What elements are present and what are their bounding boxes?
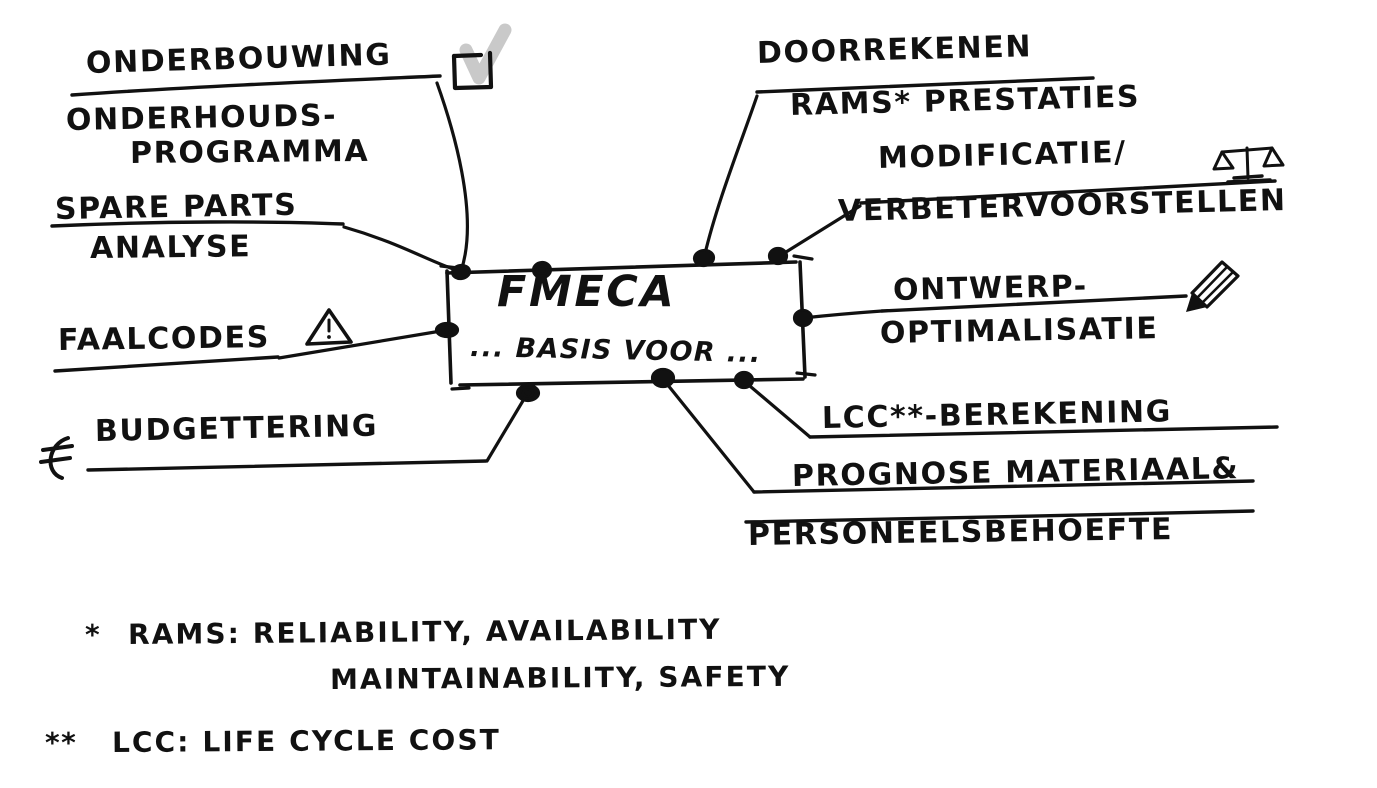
branch-prognose-line2: PERSONEELSBEHOEFTE bbox=[747, 512, 1174, 553]
legend-rams-line1: RAMS: RELIABILITY, AVAILABILITY bbox=[127, 612, 722, 651]
branch-ontwerp-line1: ONTWERP- bbox=[892, 268, 1089, 308]
center-subtitle: ... BASIS VOOR ... bbox=[469, 332, 762, 370]
legend-rams-line2: MAINTAINABILITY, SAFETY bbox=[329, 659, 791, 696]
pencil-icon bbox=[1186, 260, 1240, 312]
branch-doorrekenen-line2: RAMS* PRESTATIES bbox=[789, 79, 1141, 123]
balance-scales-icon bbox=[1212, 146, 1285, 184]
warning-triangle-icon bbox=[305, 308, 353, 346]
branch-prognose-line1: PROGNOSE MATERIAAL& bbox=[791, 451, 1240, 494]
center-title: FMECA bbox=[497, 267, 677, 317]
legend-marker-rams: * bbox=[85, 618, 102, 651]
branch-lcc-line1: LCC**-BEREKENING bbox=[821, 394, 1173, 436]
branch-modificatie-line2: VERBETERVOORSTELLEN bbox=[837, 183, 1288, 229]
checkbox-checked-icon bbox=[451, 23, 512, 91]
legend-lcc-line1: LCC: LIFE CYCLE COST bbox=[111, 723, 501, 759]
branch-faalcodes-line1: FAALCODES bbox=[57, 320, 271, 358]
euro-icon bbox=[39, 436, 74, 480]
branch-ontwerp-line2: OPTIMALISATIE bbox=[879, 311, 1159, 351]
branch-doorrekenen-line1: DOORREKENEN bbox=[756, 29, 1033, 71]
branch-onderbouwing-line2: ONDERHOUDS- bbox=[65, 98, 338, 138]
branch-modificatie-line1: MODIFICATIE/ bbox=[877, 134, 1128, 176]
branch-spare-parts-line2: ANALYSE bbox=[89, 229, 252, 266]
legend-marker-lcc: ** bbox=[45, 726, 78, 759]
branch-budgettering-line1: BUDGETTERING bbox=[94, 408, 379, 449]
branch-onderbouwing-line3: PROGRAMMA bbox=[129, 133, 370, 171]
branch-onderbouwing-line1: ONDERBOUWING bbox=[85, 37, 392, 81]
branch-spare-parts-line1: SPARE PARTS bbox=[54, 187, 298, 227]
